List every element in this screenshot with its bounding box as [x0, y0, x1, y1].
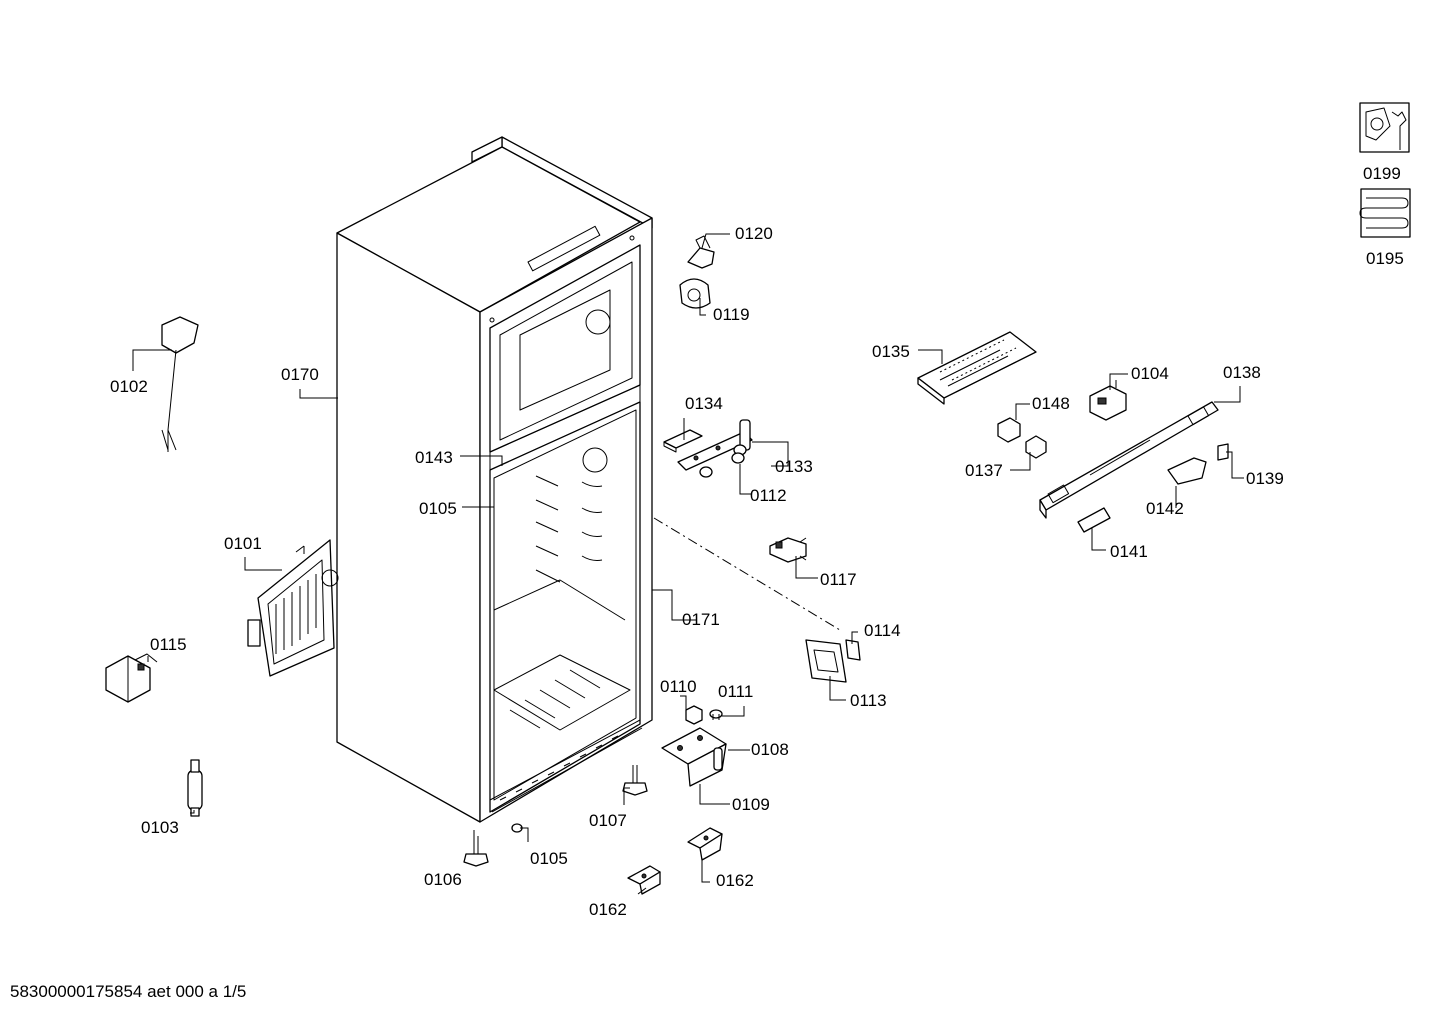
heating-coil-icon[interactable] [1359, 188, 1411, 238]
label-0114: 0114 [864, 621, 901, 640]
label-0107: 0107 [589, 811, 627, 830]
label-0109: 0109 [732, 795, 770, 814]
part-0138-rail[interactable] [1039, 401, 1219, 519]
label-0102: 0102 [110, 377, 148, 396]
part-0117-connector[interactable] [769, 537, 807, 563]
part-0137-plug[interactable] [1025, 435, 1047, 459]
label-0142: 0142 [1146, 499, 1184, 518]
label-0105-a: 0105 [419, 499, 457, 518]
part-0139-tag[interactable] [1217, 443, 1229, 461]
label-0104: 0104 [1131, 364, 1169, 383]
label-0111: 0111 [718, 682, 753, 701]
label-0162-b: 0162 [716, 871, 754, 890]
label-0112: 0112 [750, 486, 787, 505]
part-0134-cover[interactable] [663, 429, 703, 453]
label-0141: 0141 [1110, 542, 1148, 561]
assembly-guide-line [653, 517, 841, 631]
leader-lines [132, 233, 1244, 895]
document-footer: 58300000175854 aet 000 a 1/5 [10, 982, 247, 1001]
part-0135-control-board[interactable] [917, 331, 1037, 405]
label-0103: 0103 [141, 818, 179, 837]
label-0143: 0143 [415, 448, 453, 467]
label-0106: 0106 [424, 870, 462, 889]
part-0142-cover[interactable] [1167, 457, 1207, 485]
label-0105-b: 0105 [530, 849, 568, 868]
label-0195: 0195 [1366, 249, 1404, 268]
part-0162-bracket-b[interactable] [687, 827, 723, 861]
label-0113: 0113 [850, 691, 887, 710]
label-0137: 0137 [965, 461, 1003, 480]
label-0101: 0101 [224, 534, 262, 553]
label-0134: 0134 [685, 394, 723, 413]
part-0104-relay[interactable] [1089, 378, 1127, 421]
part-0107-adjustable-foot[interactable] [622, 765, 648, 796]
label-0119: 0119 [713, 305, 750, 324]
part-0115-switch[interactable] [105, 653, 158, 703]
label-0199: 0199 [1363, 164, 1401, 183]
label-0133: 0133 [775, 457, 813, 476]
part-0120-clip[interactable] [687, 235, 715, 269]
label-0135: 0135 [872, 342, 910, 361]
part-0108-lower-hinge[interactable] [661, 727, 727, 787]
refrigerator-cabinet[interactable] [336, 136, 653, 823]
label-0170: 0170 [281, 365, 319, 384]
label-0117: 0117 [820, 570, 857, 589]
part-0141-label[interactable] [1077, 507, 1111, 533]
label-0148: 0148 [1032, 394, 1070, 413]
part-0113-frame[interactable] [805, 639, 847, 683]
label-0115: 0115 [150, 635, 187, 654]
part-0148-sensor[interactable] [997, 417, 1021, 443]
part-0106-adjustable-foot[interactable] [463, 836, 489, 867]
part-0119-bracket[interactable] [679, 278, 711, 309]
part-0111-screw[interactable] [709, 709, 723, 720]
part-0114-label[interactable] [845, 639, 861, 661]
part-0110-clip[interactable] [685, 705, 703, 725]
label-0120: 0120 [735, 224, 773, 243]
part-number-labels: 0120 0119 0102 0170 0143 0105 0101 0115 … [110, 164, 1404, 919]
label-0108: 0108 [751, 740, 789, 759]
label-0171: 0171 [682, 610, 720, 629]
label-0162-a: 0162 [589, 900, 627, 919]
label-0139: 0139 [1246, 469, 1284, 488]
label-0110: 0110 [660, 677, 697, 696]
part-0112-washers[interactable] [699, 452, 745, 478]
service-kit-icon[interactable] [1359, 102, 1410, 153]
part-0101-control-housing[interactable] [247, 539, 339, 677]
part-0103-pin[interactable] [187, 759, 203, 817]
part-0102-power-cord[interactable] [161, 316, 199, 452]
label-0138: 0138 [1223, 363, 1261, 382]
